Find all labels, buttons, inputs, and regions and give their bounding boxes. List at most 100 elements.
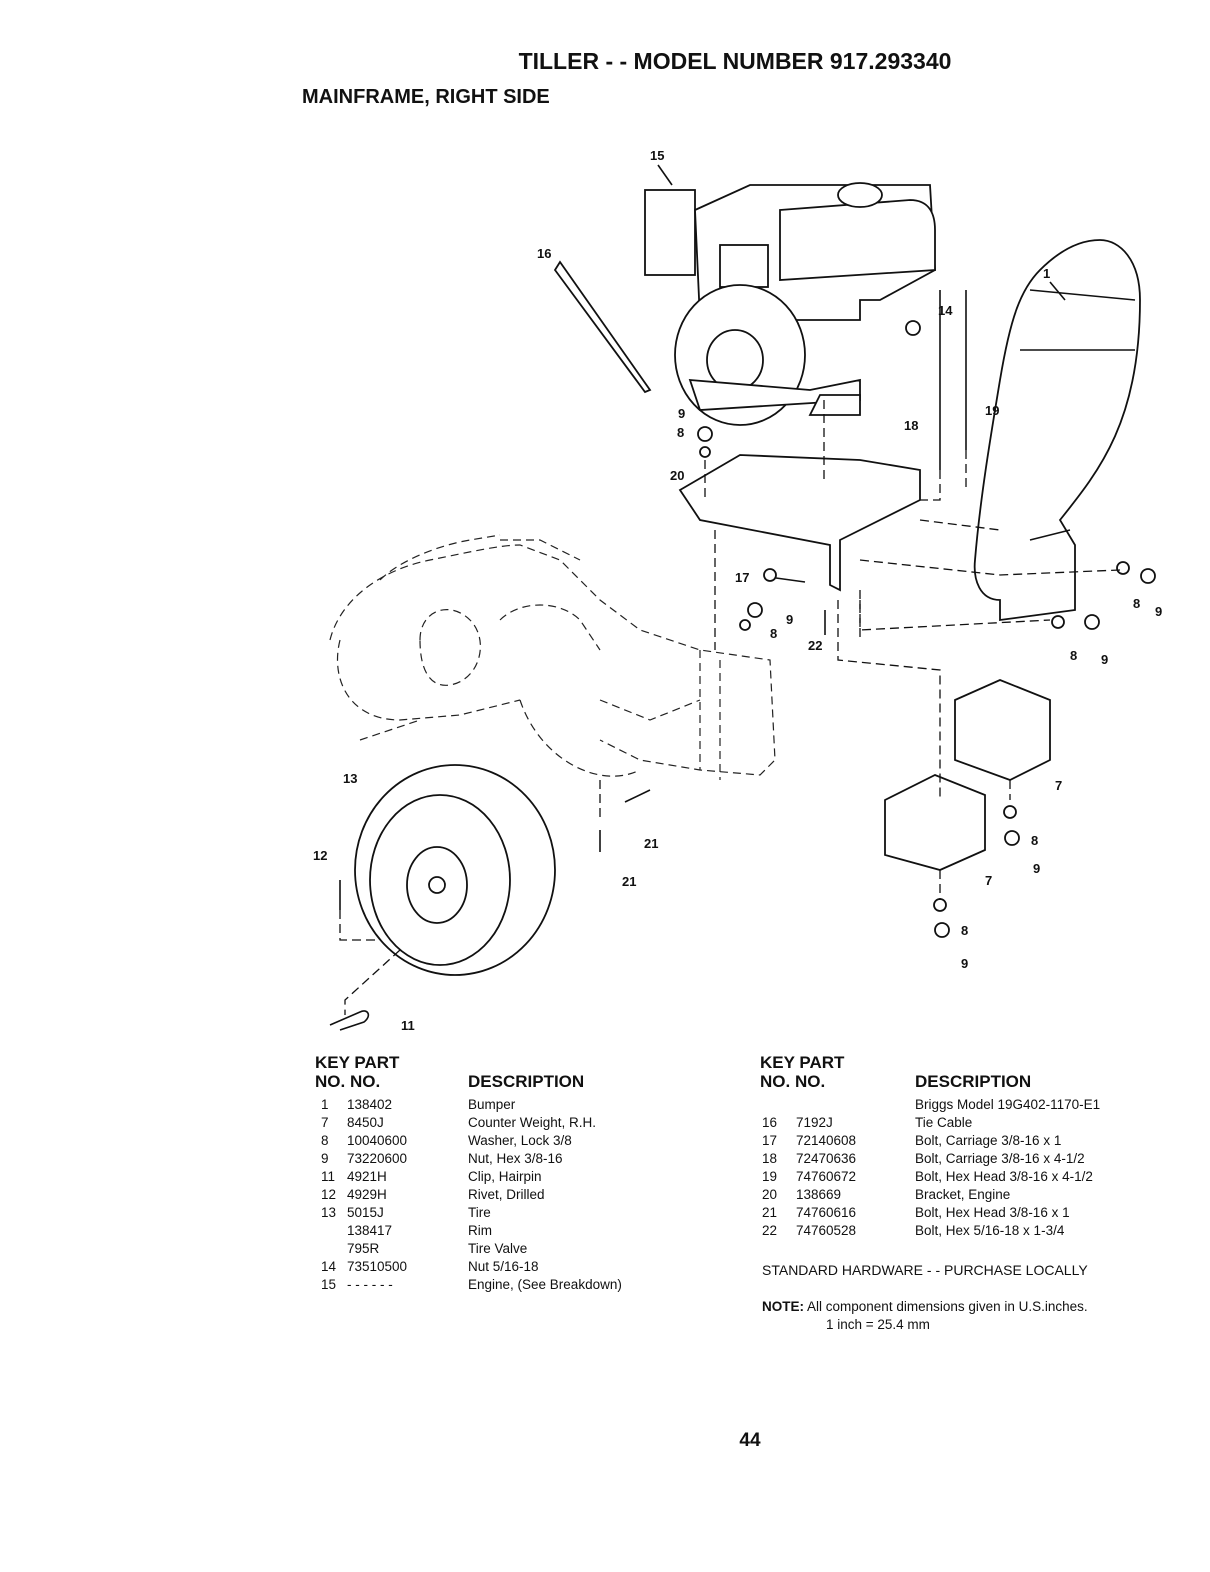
part-no: 7192J (796, 1115, 833, 1130)
callout-20: 20 (670, 468, 684, 483)
callout-8-a: 8 (677, 425, 684, 440)
part-no: 72470636 (796, 1151, 857, 1166)
key-no: 12 (321, 1187, 337, 1202)
key-no: 9 (321, 1151, 329, 1166)
assembly-guide-lines (339, 400, 1121, 1015)
parts-row: 20 138669 Bracket, Engine (760, 1186, 1200, 1204)
parts-row: 8 10040600 Washer, Lock 3/8 (315, 1132, 735, 1150)
header-no-no-right: NO. NO. (760, 1072, 826, 1091)
callout-14: 14 (938, 303, 953, 318)
callout-21-b: 21 (622, 874, 636, 889)
callout-8-f: 8 (961, 923, 968, 938)
part-description: Tie Cable (915, 1115, 973, 1130)
key-no: 7 (321, 1115, 329, 1130)
part-description: Nut, Hex 3/8-16 (468, 1151, 563, 1166)
header-key-part-right: KEY PART (760, 1053, 845, 1072)
callout-8-e: 8 (1031, 833, 1038, 848)
part-no: 795R (347, 1241, 380, 1256)
parts-row: Briggs Model 19G402-1170-E1 (760, 1096, 1200, 1114)
part-description: Bolt, Carriage 3/8-16 x 1 (915, 1133, 1062, 1148)
page-number: 44 (739, 1430, 761, 1451)
part-description: Bolt, Hex Head 3/8-16 x 4-1/2 (915, 1169, 1093, 1184)
part-description: Rim (468, 1223, 492, 1238)
key-no: 21 (762, 1205, 778, 1220)
callout-labels: 15 1 14 16 9 8 18 19 20 17 9 8 22 8 9 8 … (313, 148, 1162, 1033)
part-no: 138669 (796, 1187, 842, 1202)
parts-row: 22 74760528 Bolt, Hex 5/16-18 x 1-3/4 (760, 1222, 1200, 1240)
part-no: 10040600 (347, 1133, 408, 1148)
tiller-body-outline (329, 534, 776, 780)
key-no: 1 (321, 1097, 329, 1112)
tire-drawing (354, 764, 556, 976)
part-description: Nut 5/16-18 (468, 1259, 539, 1274)
part-description: Bolt, Hex 5/16-18 x 1-3/4 (915, 1223, 1065, 1238)
exploded-parts-diagram: 15 1 14 16 9 8 18 19 20 17 9 8 22 8 9 8 … (313, 148, 1162, 1033)
part-description: Bolt, Hex Head 3/8-16 x 1 (915, 1205, 1070, 1220)
part-description: Engine, (See Breakdown) (468, 1277, 622, 1292)
part-description: Bracket, Engine (915, 1187, 1011, 1202)
part-description: Rivet, Drilled (468, 1187, 545, 1202)
callout-7-a: 7 (1055, 778, 1062, 793)
part-description: Briggs Model 19G402-1170-E1 (915, 1097, 1101, 1112)
counter-weight-lower (884, 774, 986, 871)
header-description: DESCRIPTION (468, 1072, 585, 1091)
key-no: 8 (321, 1133, 329, 1148)
callout-16: 16 (537, 246, 551, 261)
key-no: 20 (762, 1187, 778, 1202)
callout-21-a: 21 (644, 836, 658, 851)
key-no: 19 (762, 1169, 778, 1184)
callout-8-c: 8 (1133, 596, 1140, 611)
parts-row: 15 - - - - - - Engine, (See Breakdown) (315, 1276, 735, 1294)
parts-row: 138417 Rim (315, 1222, 735, 1240)
callout-9-a: 9 (678, 406, 685, 421)
note-line-1: All component dimensions given in U.S.in… (807, 1299, 1088, 1314)
callout-9-e: 9 (1033, 861, 1040, 876)
key-no: 14 (321, 1259, 337, 1274)
key-no: 22 (762, 1223, 778, 1238)
bumper-drawing (973, 239, 1141, 622)
callout-12: 12 (313, 848, 327, 863)
part-description: Washer, Lock 3/8 (468, 1133, 572, 1148)
key-no: 11 (321, 1169, 336, 1184)
part-no: 138402 (347, 1097, 393, 1112)
part-no: 8450J (347, 1115, 384, 1130)
parts-row: 7 8450J Counter Weight, R.H. (315, 1114, 735, 1132)
part-description: Clip, Hairpin (468, 1169, 542, 1184)
key-no: 17 (762, 1133, 778, 1148)
section-subtitle: MAINFRAME, RIGHT SIDE (302, 86, 550, 108)
engine-bracket-drawing (678, 454, 921, 592)
callout-9-d: 9 (1101, 652, 1108, 667)
part-description: Tire Valve (468, 1241, 528, 1256)
part-no: 5015J (347, 1205, 384, 1220)
part-description: Counter Weight, R.H. (468, 1115, 597, 1130)
callout-9-f: 9 (961, 956, 968, 971)
part-description: Tire (468, 1205, 491, 1220)
standard-hardware-note: STANDARD HARDWARE - - PURCHASE LOCALLY (762, 1262, 1088, 1278)
dimension-note: NOTE: All component dimensions given in … (762, 1298, 1088, 1334)
part-no: - - - - - - (347, 1277, 393, 1292)
counter-weight-upper (954, 679, 1051, 781)
part-no: 74760528 (796, 1223, 857, 1238)
callout-13: 13 (343, 771, 357, 786)
part-no: 138417 (347, 1223, 393, 1238)
callout-7-b: 7 (985, 873, 992, 888)
part-description: Bolt, Carriage 3/8-16 x 4-1/2 (915, 1151, 1085, 1166)
header-no-no: NO. NO. (315, 1072, 381, 1091)
callout-1: 1 (1043, 266, 1050, 281)
part-no: 72140608 (796, 1133, 857, 1148)
parts-row: 795R Tire Valve (315, 1240, 735, 1258)
key-no: 15 (321, 1277, 337, 1292)
key-no: 13 (321, 1205, 337, 1220)
parts-table-right: KEY PART NO. NO. DESCRIPTION Briggs Mode… (760, 1053, 1200, 1240)
